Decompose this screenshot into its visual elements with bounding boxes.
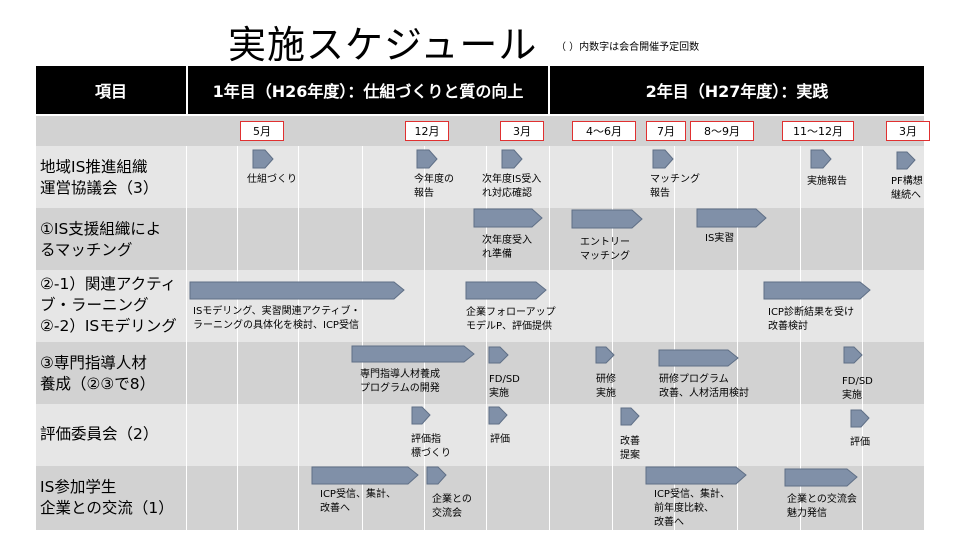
grid-line <box>800 146 801 530</box>
label-r3-d: 研修プログラム改善、人材活用検討 <box>659 374 749 399</box>
row-band-5 <box>36 466 924 530</box>
arrow-r1-c <box>696 208 767 228</box>
month-box: 7月 <box>646 121 686 141</box>
row-band-0 <box>36 146 924 208</box>
label-r4-d: 評価 <box>850 437 870 448</box>
label-r5-c: ICP受信、集計、前年度比較、改善へ <box>654 489 730 528</box>
arrow-r3-b <box>488 346 509 364</box>
row-band-3 <box>36 342 924 404</box>
arrow-r3-a <box>351 345 475 363</box>
title-note: （ ）内数字は会合開催予定回数 <box>556 42 700 53</box>
page-title: 実施スケジュール <box>228 23 538 67</box>
row-band-4 <box>36 404 924 466</box>
grid-line <box>362 146 363 530</box>
arrow-r4-c <box>620 407 640 426</box>
month-box: 3月 <box>886 121 930 141</box>
arrow-r1-a <box>473 208 543 228</box>
grid-line <box>486 146 487 530</box>
label-r4-c: 改善提案 <box>620 436 640 461</box>
row-label-student-exchange: IS参加学生企業との交流（1） <box>40 478 174 517</box>
grid-line <box>186 146 187 530</box>
label-r3-c: 研修実施 <box>596 374 616 399</box>
grid-line <box>237 146 238 530</box>
row-label-instructor-training: ③専門指導人材養成（②③で8） <box>40 354 156 393</box>
label-r2-a: ISモデリング、実習関連アクティブ・ラーニングの具体化を検討、ICP受信 <box>193 306 361 331</box>
header-year1: 1年目（H26年度）：仕組づくりと質の向上 <box>188 66 548 114</box>
month-box: 12月 <box>405 121 449 141</box>
month-box: 8～9月 <box>690 121 754 141</box>
label-r0-c: 次年度IS受入れ対応確認 <box>482 174 542 199</box>
header-item: 項目 <box>36 66 186 114</box>
arrow-r3-d <box>658 349 739 367</box>
arrow-r0-d <box>652 149 674 169</box>
arrow-r4-a <box>411 406 431 425</box>
label-r0-d: マッチング報告 <box>650 174 700 199</box>
arrow-r3-e <box>843 346 863 364</box>
arrow-r0-c <box>501 149 523 169</box>
arrow-r5-b <box>426 466 447 485</box>
arrow-r2-a <box>189 281 405 300</box>
month-band <box>36 116 924 146</box>
month-box: 5月 <box>240 121 284 141</box>
label-r1-c: IS実習 <box>705 233 735 244</box>
arrow-r0-e <box>810 149 832 169</box>
arrow-r5-a <box>311 466 419 485</box>
month-box: 11～12月 <box>782 121 854 141</box>
grid-line <box>862 146 863 530</box>
label-r0-b: 今年度の報告 <box>414 174 454 199</box>
grid-line <box>298 146 299 530</box>
grid-line <box>549 146 550 530</box>
arrow-r4-d <box>850 409 870 428</box>
arrow-r1-b <box>571 209 643 229</box>
grid-line <box>424 146 425 530</box>
arrow-r5-c <box>645 466 747 485</box>
arrow-r0-a <box>252 149 274 169</box>
arrow-r0-f <box>896 151 916 170</box>
arrow-r4-b <box>488 406 508 425</box>
month-box: 4～6月 <box>572 121 636 141</box>
label-r0-e: 実施報告 <box>807 176 847 187</box>
row-label-evaluation-committee: 評価委員会（2） <box>40 425 159 443</box>
label-r1-a: 次年度受入れ準備 <box>482 235 532 260</box>
label-r2-c: ICP診断結果を受け改善検討 <box>768 307 854 332</box>
arrow-r3-c <box>595 346 615 364</box>
row-label-council: 地域IS推進組織運営協議会（3） <box>40 158 159 197</box>
label-r4-a: 評価指標づくり <box>411 434 451 459</box>
header-year2: 2年目（H27年度）：実践 <box>550 66 924 114</box>
arrow-r2-b <box>465 281 547 300</box>
label-r3-a: 専門指導人材養成プログラムの開発 <box>360 369 440 394</box>
label-r5-b: 企業との交流会 <box>432 494 472 519</box>
label-r0-f: PF構想継続へ <box>891 176 923 201</box>
grid-line <box>674 146 675 530</box>
label-r1-b: エントリーマッチング <box>580 237 630 262</box>
label-r2-b: 企業フォローアップモデルP、評価提供 <box>466 307 556 332</box>
month-box: 3月 <box>500 121 544 141</box>
row-label-matching: ①IS支援組織によるマッチング <box>40 220 162 259</box>
label-r5-d: 企業との交流会魅力発信 <box>787 494 857 519</box>
label-r4-b: 評価 <box>490 434 510 445</box>
arrow-r0-b <box>416 149 438 169</box>
grid-line <box>612 146 613 530</box>
label-r0-a: 仕組づくり <box>247 174 297 185</box>
arrow-r5-d <box>784 468 858 487</box>
grid-line <box>737 146 738 530</box>
label-r5-a: ICP受信、集計、改善へ <box>320 489 396 514</box>
arrow-r2-c <box>763 281 871 300</box>
